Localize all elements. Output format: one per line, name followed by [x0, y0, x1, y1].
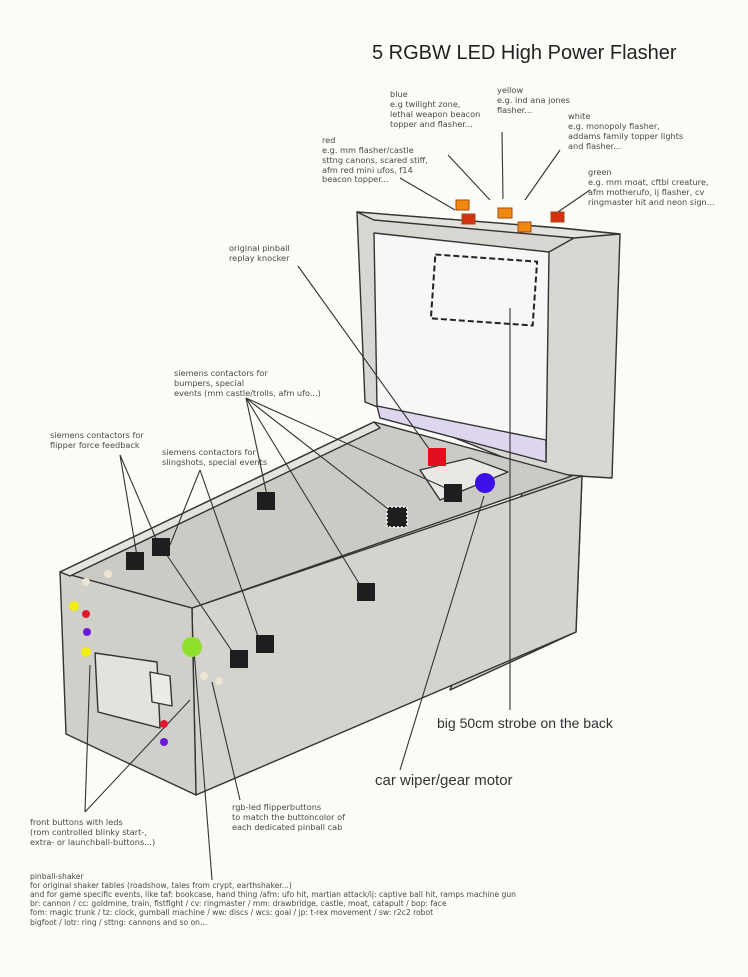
backbox-bottom-apron	[376, 405, 547, 463]
flashers	[455, 199, 565, 233]
contactor-sling-2	[256, 635, 274, 653]
strobe-blue-button	[475, 473, 495, 493]
contactor-sling-1	[230, 650, 248, 668]
label-green-flasher: green e.g. mm moat, cftbl creature, afm …	[588, 167, 715, 207]
flasher-blue	[461, 213, 476, 225]
contactor-flipper-1	[126, 552, 144, 570]
coin-door	[149, 671, 173, 707]
label-yellow-flasher: yellow e.g. ind ana jones flasher...	[497, 85, 570, 115]
contactors	[126, 484, 462, 668]
front-panel	[94, 652, 161, 729]
flasher-yellow	[497, 207, 513, 219]
playfield-ramp	[419, 457, 509, 501]
flasher-white	[517, 221, 532, 233]
contactor-bumper-2	[386, 506, 408, 528]
label-white-flasher: white e.g. monopoly flasher, addams fami…	[568, 111, 684, 151]
contactor-bumper-3	[444, 484, 462, 502]
cabinet	[59, 421, 583, 796]
label-red-flasher: red e.g. mm flasher/castle sttng canons,…	[322, 135, 428, 185]
strobe-outline	[429, 253, 539, 327]
flipper-buttons	[82, 570, 223, 685]
label-flipper-contactors: siemens contactors for flipper force fee…	[50, 430, 144, 450]
label-wiper-motor: car wiper/gear motor	[375, 772, 513, 789]
replay-knocker	[428, 448, 446, 466]
flasher-red	[455, 199, 470, 211]
playfield-rail	[59, 421, 381, 577]
label-replay-knocker: original pinball replay knocker	[229, 243, 290, 263]
label-bumper-contactors: siemens contactors for bumpers, special …	[174, 368, 321, 398]
backbox	[356, 211, 621, 479]
label-shaker: pinball-shaker for original shaker table…	[30, 872, 516, 927]
flasher-green	[550, 211, 565, 223]
contactor-flipper-2	[152, 538, 170, 556]
label-strobe: big 50cm strobe on the back	[437, 715, 613, 731]
green-button	[182, 637, 202, 657]
backbox-edge	[548, 237, 575, 253]
label-slingshot-contactors: siemens contactors for slingshots, speci…	[162, 447, 268, 467]
diagram-title: 5 RGBW LED High Power Flasher	[372, 42, 677, 64]
contactor-bumper-4	[357, 583, 375, 601]
label-blue-flasher: blue e.g twilight zone, lethal weapon be…	[390, 89, 481, 129]
contactor-bumper-1	[257, 492, 275, 510]
label-front-buttons: front buttons with leds (rom controlled …	[30, 817, 156, 847]
front-button-leds	[69, 601, 168, 746]
callout-lines	[84, 131, 591, 881]
label-flipper-buttons: rgb-led flipperbuttons to match the butt…	[232, 802, 346, 832]
